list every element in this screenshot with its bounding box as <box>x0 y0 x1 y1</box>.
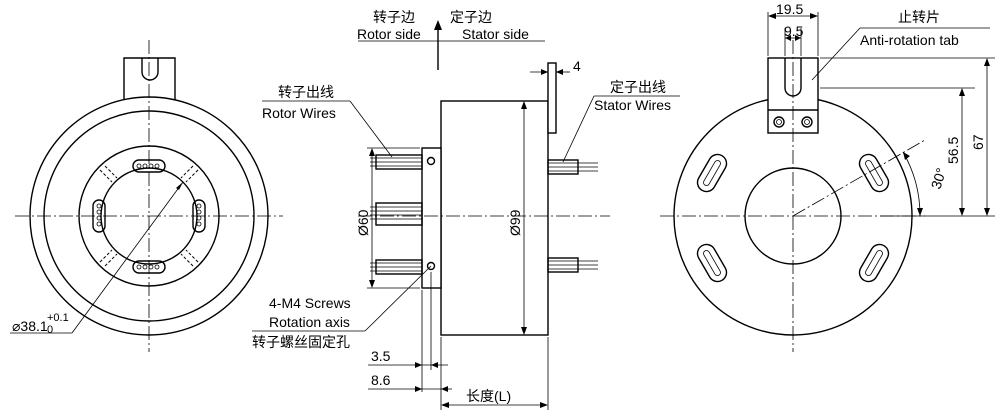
side-rotor-flange <box>421 147 442 289</box>
rotor-wires-cn: 转子出线 <box>278 84 334 100</box>
tab-width-label: 19.5 <box>776 1 803 17</box>
side-view: 转子边 Rotor side 定子边 Stator side <box>252 9 680 410</box>
rotor-face-view: ⌀38.1 +0.1 0 <box>10 40 283 352</box>
stator-side-en: Stator side <box>462 26 529 42</box>
dim-3-5: 3.5 <box>371 348 391 364</box>
rotation-axis-en: Rotation axis <box>269 314 350 330</box>
right-wire-exits <box>696 153 890 283</box>
rotor-side-cn: 转子边 <box>373 9 415 25</box>
left-tab-slot <box>141 58 159 81</box>
flange-diameter-label: Ø60 <box>355 209 371 236</box>
slot-width-label: 9.5 <box>784 23 804 39</box>
anti-rotation-en: Anti-rotation tab <box>860 32 959 48</box>
height-67-label: 67 <box>970 134 986 150</box>
anti-rotation-cn: 止转片 <box>898 9 940 25</box>
stator-wires-cn: 定子出线 <box>610 79 666 95</box>
stator-side-cn: 定子边 <box>450 9 492 25</box>
length-label: 长度(L) <box>466 388 511 404</box>
left-tab-outline <box>123 57 176 102</box>
bore-tol-upper: +0.1 <box>47 312 69 324</box>
left-screw-holes <box>99 165 199 267</box>
rotor-side-en: Rotor side <box>357 26 421 42</box>
height-56-5-label: 56.5 <box>945 137 961 164</box>
tab-thickness-label: 4 <box>573 58 581 74</box>
screws-cn: 转子螺丝固定孔 <box>252 334 350 350</box>
rotor-wires-en: Rotor Wires <box>262 105 336 121</box>
bore-diameter-label: ⌀38.1 <box>12 318 48 334</box>
angle-label: 30° <box>928 166 950 191</box>
bore-tol-lower: 0 <box>47 324 53 336</box>
stator-face-view: 30° 19.5 9.5 止转片 Anti-rotation tab 56.5 … <box>660 1 995 352</box>
side-stator-tab <box>547 62 557 134</box>
stator-wires-graphic <box>547 159 598 273</box>
stator-wires-en: Stator Wires <box>594 97 671 113</box>
side-body <box>440 100 549 336</box>
body-diameter-label: Ø99 <box>507 209 523 236</box>
rotor-wires-graphic <box>370 154 423 275</box>
dim-8-6: 8.6 <box>371 372 391 388</box>
screws-en: 4-M4 Screws <box>269 295 351 311</box>
